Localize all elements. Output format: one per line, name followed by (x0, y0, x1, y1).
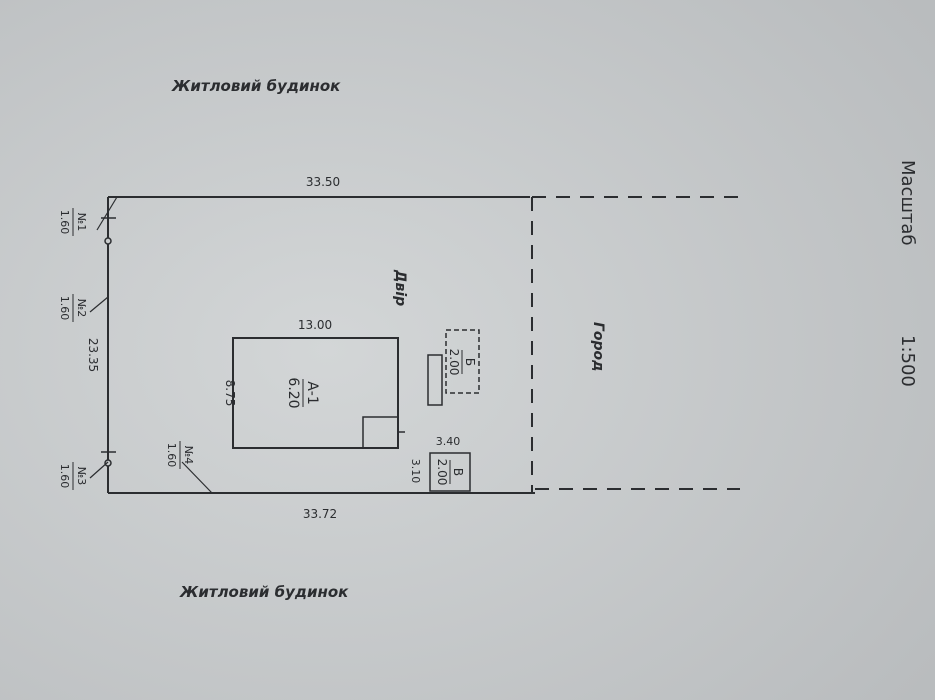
garden-dashed-lines (531, 196, 740, 493)
neighbor-top-label: Житловий будинок (171, 77, 341, 95)
scale-label: Масштаб (897, 160, 918, 246)
plot-boundary (107, 196, 535, 494)
v-height: 2.00 (435, 459, 449, 486)
garden-label: Город (590, 322, 606, 372)
b-code: Б (463, 358, 477, 366)
fence-1-height: 1.60 (58, 210, 71, 235)
building-a1-outline (232, 337, 399, 449)
v-code: В (451, 468, 465, 476)
building-b-shed (427, 354, 443, 406)
yard-label: Двір (392, 269, 408, 306)
fence-1: №1 1.60 (58, 196, 118, 236)
a1-width-label: 8.75 (223, 380, 237, 407)
fence-1-label: №1 (75, 213, 88, 231)
a1-height: 6.20 (285, 377, 301, 408)
v-length-label: 3.40 (436, 435, 461, 448)
building-v-outline (429, 452, 471, 492)
building-b: Б 2.00 (427, 329, 480, 406)
fence-2: №2 1.60 (58, 294, 109, 322)
fence-1-leader (96, 196, 118, 231)
a1-fraction: А-1 6.20 (285, 377, 320, 408)
top-length-label: 33.50 (306, 175, 340, 189)
v-width-label: 3.10 (409, 459, 422, 484)
fence-2-label: №2 (75, 299, 88, 317)
fence-2-leader (89, 296, 109, 313)
scale-value: 1:500 (897, 335, 918, 387)
left-width-label: 23.35 (86, 338, 100, 372)
bottom-length-label: 33.72 (303, 507, 337, 521)
neighbor-bottom-label: Житловий будинок (179, 583, 349, 601)
boundary-posts (101, 217, 116, 467)
b-height: 2.00 (447, 349, 461, 376)
fence-3: №3 1.60 (58, 461, 109, 490)
building-v: 3.40 3.10 В 2.00 (409, 435, 471, 492)
building-a1: 13.00 8.75 А-1 6.20 (223, 318, 405, 449)
fence-3-height: 1.60 (58, 464, 71, 489)
a1-length-label: 13.00 (298, 318, 332, 332)
scale-block: Масштаб 1:500 (897, 160, 918, 387)
a1-code: А-1 (304, 381, 320, 405)
fence-4-label: №4 (182, 446, 195, 464)
b-fraction: Б 2.00 (447, 349, 477, 376)
fence-4-height: 1.60 (165, 443, 178, 468)
fence-2-height: 1.60 (58, 296, 71, 321)
building-b-outline (445, 329, 480, 394)
fence-4: №4 1.60 (165, 441, 213, 494)
fence-4-leader (181, 461, 213, 494)
post-marker (104, 237, 112, 245)
post-marker (104, 459, 112, 467)
fence-3-leader (89, 461, 109, 479)
fence-3-label: №3 (75, 467, 88, 485)
v-fraction: В 2.00 (435, 459, 465, 486)
